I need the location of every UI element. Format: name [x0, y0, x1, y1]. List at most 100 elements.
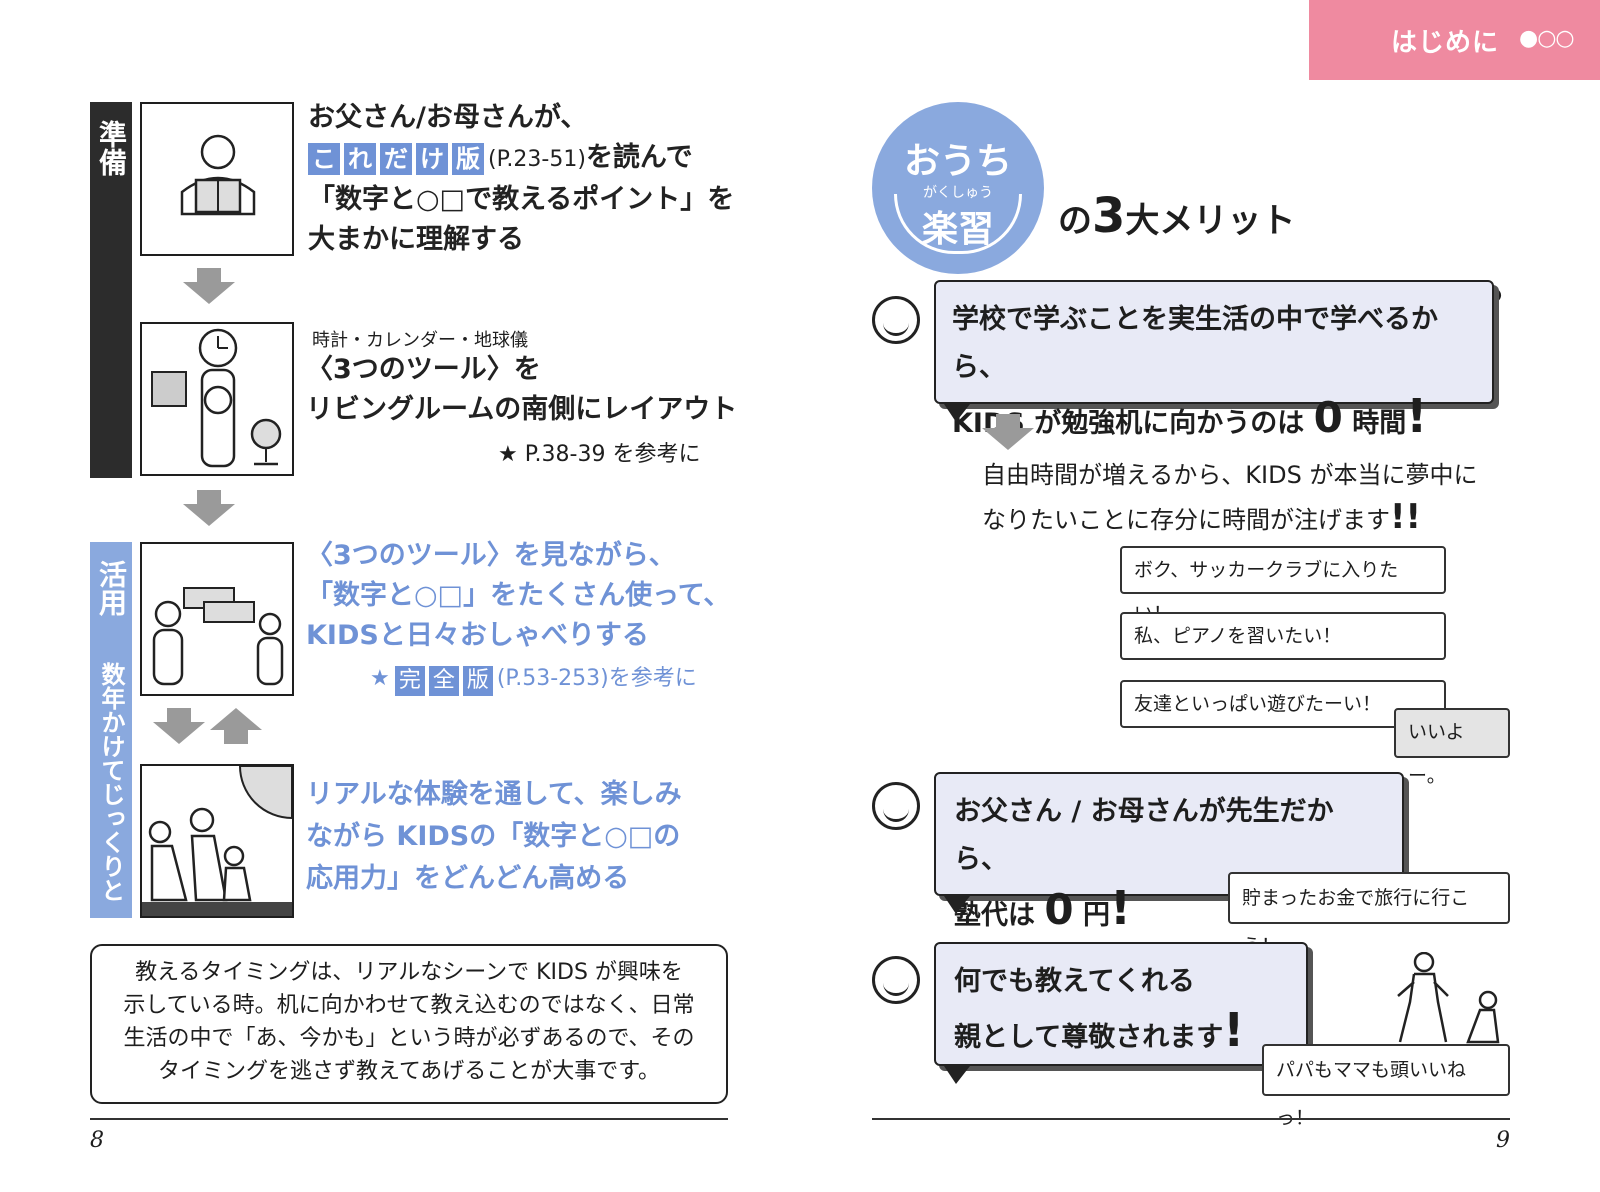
step4-line2: ながら KIDSの「数字と○□の	[306, 821, 681, 852]
tag-da: だ	[380, 142, 412, 175]
illustration-parent-reading	[140, 102, 294, 256]
step3-line2: 「数字と○□」をたくさん使って、	[306, 580, 731, 611]
step2-line1: 〈3つのツール〉を	[306, 354, 541, 385]
merit1-detail: 自由時間が増えるから、KIDS が本当に夢中に なりたいことに存分に時間が注げま…	[982, 454, 1477, 541]
use-label: 活用	[95, 560, 128, 616]
step1-line2: これだけ版(P.23-51)を読んで	[308, 138, 734, 180]
page-number-left: 8	[90, 1128, 104, 1153]
parent-reading-icon	[180, 134, 256, 216]
step1-line1: お父さん/お母さんが、	[308, 102, 588, 133]
merit3-circle-icon	[872, 956, 920, 1004]
merit2-unit: 円	[1083, 900, 1111, 931]
merit3-line2: 親として尊敬されます!	[954, 1006, 1288, 1062]
arrow-down-1	[183, 268, 235, 304]
tag-ke: け	[416, 142, 448, 175]
step1-text: お父さん/お母さんが、 これだけ版(P.23-51)を読んで 「数字と○□で教え…	[308, 98, 734, 260]
merit3-reply-bubble: パパもママも頭いいねっ！	[1262, 1044, 1510, 1129]
section-tab: はじめに ●○○	[1309, 0, 1600, 80]
illustration-real-experience	[140, 764, 294, 918]
tip-line4: タイミングを逃さず教えてあげることが大事です。	[157, 1059, 661, 1084]
merit2-circle-icon	[872, 782, 920, 830]
merit1-detail-line2-text: なりたいことに存分に時間が注げます	[982, 506, 1390, 534]
footer-rule-left	[90, 1118, 728, 1120]
step4-line3: 応用力」をどんどん高める	[306, 863, 630, 894]
arrow-up-1	[210, 708, 262, 744]
tag-han2: 版	[462, 665, 493, 696]
badge-ruby: がくしゅう	[923, 185, 993, 201]
step1-pages: (P.23-51)	[488, 147, 586, 172]
tag-kan: 完	[394, 665, 425, 696]
prep-label-bar: 準備	[90, 102, 132, 478]
merit-title-num: 3	[1092, 188, 1126, 244]
badge-bottom-text: 楽習	[921, 209, 994, 250]
clock-calendar-globe-icon	[151, 328, 282, 468]
badge-top-text: おうち	[903, 141, 1012, 182]
arrow-down-merit1	[982, 414, 1034, 450]
step2-caption: 時計・カレンダー・地球儀	[312, 330, 528, 351]
merit1-detail-excl: !!	[1390, 497, 1422, 537]
tag-zen: 全	[428, 665, 459, 696]
merit1-detail-line2: なりたいことに存分に時間が注げます!!	[982, 496, 1477, 541]
family-cheering-icon	[142, 765, 293, 916]
arrow-down-2	[183, 490, 235, 526]
tip-line3: 生活の中で「あ、今かも」という時が必ずあるので、その	[123, 1026, 695, 1051]
parent-reply-bubble: いいよー。	[1394, 708, 1510, 787]
step3-line1: 〈3つのツール〉を見ながら、	[306, 540, 676, 571]
prep-label: 準備	[95, 120, 128, 176]
step2-line2: リビングルームの南側にレイアウト	[306, 394, 738, 425]
kid-bubble-play: 友達といっぱい遊びたーい！	[1120, 680, 1446, 728]
merit1-line1: 学校で学ぶことを実生活の中で学べるから、	[952, 304, 1438, 383]
use-sublabel: 数年かけてじっくりと	[97, 662, 125, 902]
merit1-excl: !	[1406, 389, 1428, 443]
merit2-bubble-tail	[944, 896, 970, 914]
illustration-parent-child-talking	[140, 542, 294, 696]
kid-bubble-soccer: ボク、サッカークラブに入りたい！	[1120, 546, 1446, 625]
step3-star: ★	[370, 666, 390, 691]
kid-bubble-piano: 私、ピアノを習いたい！	[1120, 612, 1446, 660]
merit1-unit: 時間	[1352, 408, 1407, 439]
merit1-bubble-tail	[944, 404, 970, 422]
conversation-icon	[152, 587, 284, 686]
step4-line1: リアルな体験を通して、楽しみ	[306, 779, 682, 810]
merit3-line2-text: 親として尊敬されます	[954, 1022, 1224, 1053]
merit-title: の3大メリット	[1058, 188, 1295, 244]
tag-han: 版	[452, 142, 484, 175]
merit2-reply-bubble: 貯まったお金で旅行に行こう！	[1228, 872, 1510, 957]
parent-child-figure-icon	[1397, 952, 1500, 1044]
merit1-bubble: 学校で学ぶことを実生活の中で学べるから、 KIDS が勉強机に向かうのは 0 時…	[934, 280, 1494, 442]
merit1-detail-line1: 自由時間が増えるから、KIDS が本当に夢中に	[982, 461, 1478, 489]
section-progress-dots: ●○○	[1519, 26, 1575, 51]
step3-ref-line: ★ 完全版(P.53-253)を参考に	[370, 660, 697, 696]
merit2-line1: お父さん / お母さんが先生だから、	[954, 796, 1334, 875]
merit2-line2: 塾代は 0 円!	[954, 884, 1384, 940]
tag-re: れ	[344, 142, 376, 175]
tip-line2: 示している時。机に向かわせて教え込むのではなく、日常	[123, 993, 695, 1018]
section-title: はじめに	[1391, 28, 1500, 58]
home-learning-badge: おうち がくしゅう 楽習	[872, 102, 1044, 274]
illustration-three-tools	[140, 322, 294, 476]
tip-box: 教えるタイミングは、リアルなシーンで KIDS が興味を 示している時。机に向か…	[90, 944, 728, 1104]
page-number-right: 9	[1496, 1128, 1510, 1153]
merit3-excl: !	[1223, 1003, 1245, 1057]
step2-text: 〈3つのツール〉を リビングルームの南側にレイアウト	[306, 350, 737, 430]
use-label-bar: 活用	[90, 542, 132, 918]
tag-ko: こ	[308, 142, 340, 175]
footer-rule-right	[872, 1118, 1510, 1120]
step3-ref: (P.53-253)を参考に	[496, 666, 697, 691]
step1-line4: 大まかに理解する	[308, 224, 524, 255]
step2-ref: ★ P.38-39 を参考に	[498, 442, 701, 467]
tip-line1: 教えるタイミングは、リアルなシーンで KIDS が興味を	[135, 960, 683, 985]
merit3-line1: 何でも教えてくれる	[954, 966, 1195, 997]
step4-text: リアルな体験を通して、楽しみ ながら KIDSの「数字と○□の 応用力」をどんど…	[306, 774, 682, 900]
merit2-num: 0	[1044, 885, 1074, 934]
merit-title-pre: の	[1058, 201, 1092, 241]
merit2-excl: !	[1110, 881, 1132, 935]
merit1-num: 0	[1313, 393, 1343, 442]
arrow-down-3	[153, 708, 205, 744]
merit1-circle-icon	[872, 296, 920, 344]
step1-line3: 「数字と○□で教えるポイント」を	[308, 184, 735, 215]
step3-text: 〈3つのツール〉を見ながら、 「数字と○□」をたくさん使って、 KIDSと日々お…	[306, 536, 730, 656]
merit3-bubble-tail	[944, 1066, 970, 1084]
merit-title-post: 大メリット	[1125, 201, 1296, 241]
step3-line3: KIDSと日々おしゃべりする	[306, 620, 649, 651]
